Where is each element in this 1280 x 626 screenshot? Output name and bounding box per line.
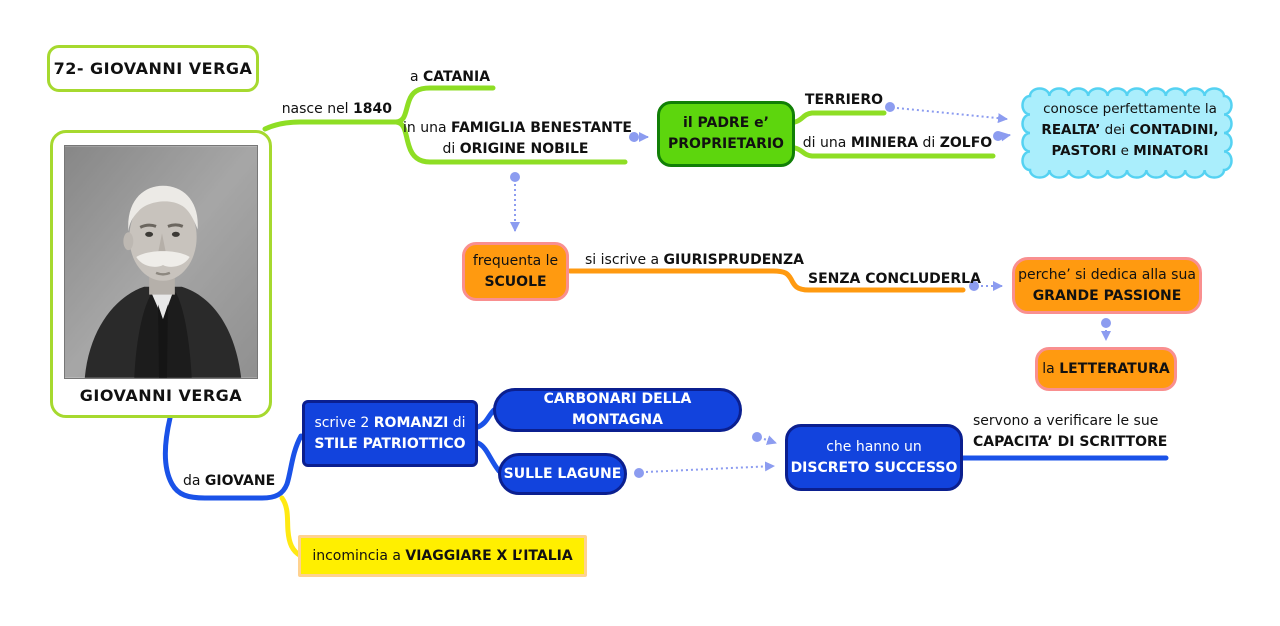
label-giurisprudenza[interactable]: si iscrive a GIURISPRUDENZA [585, 252, 804, 268]
cloud-text: conosce perfettamente la REALTA’ dei CON… [1041, 101, 1219, 159]
branch-line-viaggiare [279, 495, 304, 559]
branch-line-carbonari [475, 407, 497, 430]
dotted-arrow-origins [510, 102, 1111, 478]
photo-caption: GIOVANNI VERGA [79, 386, 243, 405]
green-branches [262, 85, 996, 165]
dotted-arrows [510, 107, 1111, 473]
node-sulle-lagune[interactable]: SULLE LAGUNE [498, 453, 627, 495]
title-node[interactable]: 72- GIOVANNI VERGA [47, 45, 259, 92]
branch-line-giurisprudenza-senza [567, 268, 966, 293]
node-carbonari-montagna[interactable]: CARBONARI DELLA MONTAGNA [493, 388, 742, 432]
label-miniera-di-zolfo[interactable]: di una MINIERA di ZOLFO [802, 135, 993, 151]
label-senza-concluderla[interactable]: SENZA CONCLUDERLA [808, 271, 981, 287]
label-famiglia-benestante[interactable]: in una FAMIGLIA BENESTANTE di ORIGINE NO… [403, 120, 632, 157]
node-letteratura[interactable]: la LETTERATURA [1035, 347, 1177, 391]
branch-line-lagune [475, 440, 502, 474]
branch-line-famiglia [393, 119, 628, 165]
branch-line-giovane [162, 415, 304, 501]
arrow-lagune-successo [645, 461, 775, 473]
node-discreto-successo[interactable]: che hanno un DISCRETO SUCCESSO [785, 424, 963, 491]
label-a-catania[interactable]: a CATANIA [409, 69, 491, 85]
blue-branches [162, 407, 1169, 501]
node-viaggiare-italia[interactable]: incomincia a VIAGGIARE X L’ITALIA [298, 535, 587, 577]
node-padre-proprietario[interactable]: il PADRE e’ PROPRIETARIO [657, 101, 795, 167]
node-grande-passione[interactable]: perche’ si dedica alla sua GRANDE PASSIO… [1012, 257, 1202, 314]
node-romanzi-patriottici[interactable]: scrive 2 ROMANZI di STILE PATRIOTTICO [302, 400, 478, 467]
branch-line-terriero [792, 110, 887, 125]
branch-line-zolfo [792, 145, 996, 159]
title-text: 72- GIOVANNI VERGA [53, 59, 253, 78]
arrow-zolfo-cloud [1000, 131, 1011, 142]
orange-branches [567, 268, 966, 293]
label-capacita-scrittore[interactable]: servono a verificare le sue CAPACITA’ DI… [973, 413, 1168, 450]
arrow-carbonari-successo [763, 435, 777, 445]
label-nasce-nel-1840[interactable]: nasce nel 1840 [281, 101, 392, 117]
label-da-giovane[interactable]: da GIOVANE [183, 473, 276, 489]
arrow-terriero-cloud [896, 107, 1008, 124]
portrait-photo [64, 145, 258, 379]
branch-line-nasce [262, 119, 399, 132]
node-frequenta-scuole[interactable]: frequenta le SCUOLE [462, 242, 569, 301]
yellow-branches [279, 495, 304, 559]
cloud-shape[interactable] [1021, 87, 1233, 179]
photo-node[interactable]: GIOVANNI VERGA [50, 130, 272, 418]
label-terriero[interactable]: TERRIERO [804, 92, 884, 108]
branch-line-catania [393, 85, 496, 125]
